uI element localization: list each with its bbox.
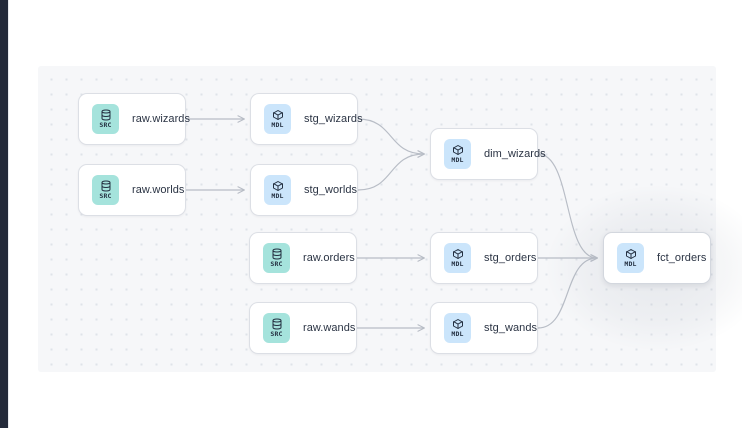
node-dim_wizards[interactable]: MDL dim_wizards xyxy=(430,128,546,180)
node-label: raw.wizards xyxy=(132,113,191,125)
source-badge: SRC xyxy=(92,175,119,205)
edge-stg_wands-to-fct_orders xyxy=(537,254,598,329)
cube-icon xyxy=(625,248,637,260)
cube-icon xyxy=(272,109,284,121)
node-label: raw.orders xyxy=(303,252,355,264)
database-icon xyxy=(100,180,112,192)
source-badge: SRC xyxy=(263,313,290,343)
source-badge: SRC xyxy=(263,243,290,273)
node-raw_orders[interactable]: SRC raw.orders xyxy=(249,232,357,284)
badge-kind-label: MDL xyxy=(451,156,464,165)
badge-kind-label: SRC xyxy=(270,260,283,269)
node-label: stg_orders xyxy=(484,252,537,264)
database-icon xyxy=(271,248,283,260)
node-stg_wands[interactable]: MDL stg_wands xyxy=(430,302,538,354)
node-raw_wizards[interactable]: SRC raw.wizards xyxy=(78,93,190,145)
model-badge: MDL xyxy=(444,139,471,169)
rail-separator xyxy=(8,0,9,428)
model-badge: MDL xyxy=(617,243,644,273)
node-label: stg_wands xyxy=(484,322,538,334)
badge-kind-label: SRC xyxy=(99,121,112,130)
node-label: dim_wizards xyxy=(484,148,546,160)
node-label: fct_orders xyxy=(657,252,707,264)
badge-kind-label: MDL xyxy=(624,260,637,269)
node-label: stg_wizards xyxy=(304,113,363,125)
edge-stg_worlds-to-dim_wizards xyxy=(357,150,425,191)
cube-icon xyxy=(272,180,284,192)
model-badge: MDL xyxy=(264,104,291,134)
node-label: raw.worlds xyxy=(132,184,185,196)
badge-kind-label: MDL xyxy=(451,260,464,269)
node-stg_worlds[interactable]: MDL stg_worlds xyxy=(250,164,358,216)
badge-kind-label: MDL xyxy=(271,121,284,130)
node-fct_orders[interactable]: MDL fct_orders xyxy=(603,232,711,284)
cube-icon xyxy=(452,318,464,330)
node-stg_wizards[interactable]: MDL stg_wizards xyxy=(250,93,363,145)
model-badge: MDL xyxy=(444,243,471,273)
model-badge: MDL xyxy=(264,175,291,205)
model-badge: MDL xyxy=(444,313,471,343)
cube-icon xyxy=(452,144,464,156)
edge-dim_wizards-to-fct_orders xyxy=(537,153,598,262)
node-label: stg_worlds xyxy=(304,184,358,196)
node-raw_wands[interactable]: SRC raw.wands xyxy=(249,302,357,354)
left-rail xyxy=(0,0,8,428)
cube-icon xyxy=(452,248,464,260)
node-raw_worlds[interactable]: SRC raw.worlds xyxy=(78,164,186,216)
badge-kind-label: SRC xyxy=(99,192,112,201)
badge-kind-label: MDL xyxy=(451,330,464,339)
node-label: raw.wands xyxy=(303,322,356,334)
database-icon xyxy=(271,318,283,330)
badge-kind-label: SRC xyxy=(270,330,283,339)
source-badge: SRC xyxy=(92,104,119,134)
edge-stg_wizards-to-dim_wizards xyxy=(357,118,425,158)
badge-kind-label: MDL xyxy=(271,192,284,201)
database-icon xyxy=(100,109,112,121)
node-stg_orders[interactable]: MDL stg_orders xyxy=(430,232,538,284)
